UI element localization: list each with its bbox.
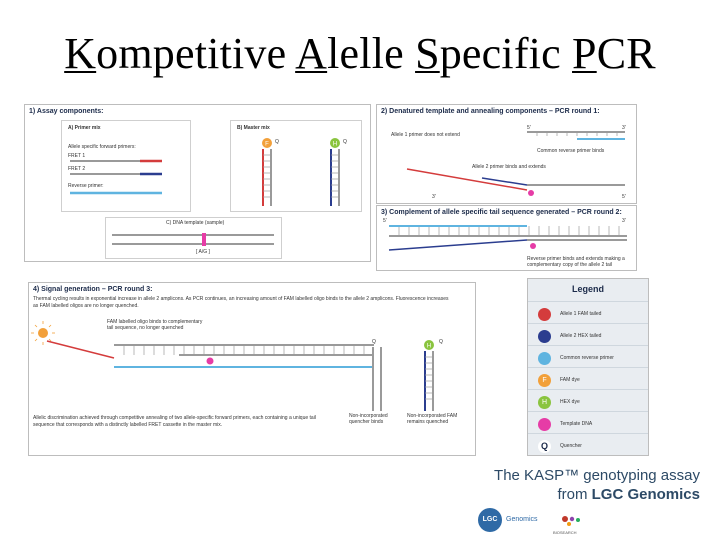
partner-logo-text: BIOSEARCH [553,530,577,535]
title-initial-p: P [572,29,597,78]
svg-text:H: H [427,344,431,350]
allele-box-label: [ A/G ] [196,249,210,255]
svg-text:Q: Q [439,339,443,345]
fret-hex-label: FRET 1 [68,153,86,159]
lgc-logo-text: Genomics [506,516,538,523]
svg-text:H: H [333,142,337,148]
legend-label: Allele 1 FAM tailed [560,311,602,317]
legend-swatch-icon [538,418,551,431]
svg-text:Q: Q [343,139,347,145]
quenched-fam-cassette: H Q [424,339,443,411]
svg-text:3': 3' [622,218,626,224]
svg-text:3': 3' [622,125,626,131]
svg-text:3': 3' [432,194,436,200]
fret-cassettes-diagram: F Q H Q [262,138,347,206]
title-word-2-rest: lelle [327,29,404,78]
legend-label: Common reverse primer [560,355,614,361]
fam-fret-cassette: F Q [262,138,279,206]
svg-text:5': 5' [622,194,626,200]
primer-mix-box: A) Primer mix Allele specific forward pr… [61,120,191,212]
lgc-logo: LGC [478,508,502,532]
fam-caption: Non-incorporated FAM remains quenched [407,413,458,425]
legend-title: Legend [571,284,604,294]
hex-fret-cassette: H Q [330,138,347,206]
note-reverse-binds: Common reverse primer binds [537,148,605,154]
legend-label: HEX dye [560,399,580,405]
panel-4-title-prefix: 4) Signal generation [33,286,100,293]
panel-denatured-template: 2) Denatured template and annealing comp… [376,104,637,204]
quenched-hex-cassette: Q [372,339,382,411]
svg-text:5': 5' [383,218,387,224]
title-word-3-rest: pecific [439,29,561,78]
fret-fam-label: FRET 2 [68,166,86,172]
legend-swatch-icon [538,330,551,343]
branding-from: from [557,486,592,503]
note-reverse-extends: Reverse primer binds and extends making … [527,256,625,268]
legend-label: FAM dye [560,377,580,383]
slide-title: Kompetitive Alelle Specific PCR [0,28,720,79]
legend-item: F FAM dye [528,367,648,393]
branding-company: LGC Genomics [591,486,700,503]
legend-swatch-icon [538,352,551,365]
legend-label: Quencher [560,443,582,449]
master-mix-label: B) Master mix [237,125,270,131]
primer-mix-diagram [70,159,162,195]
panel-1-title: 1) Assay components: [29,108,104,115]
panel-4-title: 4) Signal generation – PCR round 3: [33,286,153,293]
panel-4-footer: Allelic discrimination achieved through … [33,415,316,428]
master-mix-box: B) Master mix F Q H [230,120,362,212]
legend-item: Template DNA [528,411,648,437]
panel-4-diagram: Q H Q [31,321,443,411]
panel-4-paragraph: Thermal cycling results in exponential i… [33,296,449,309]
partner-dots-icon [562,516,580,526]
legend-label: Template DNA [560,421,593,427]
legend-item: Allele 2 HEX tailed [528,323,648,349]
svg-text:Q: Q [275,139,279,145]
legend-swatch-icon: H [538,396,551,409]
legend-item: H HEX dye [528,389,648,415]
panel-signal-generation: 4) Signal generation – PCR round 3: Ther… [28,282,476,456]
note-allele1-no-extend: Allele 1 primer does not extend [391,132,460,138]
dna-template-label: C) DNA template (sample) [166,220,225,226]
released-fam-dye [31,321,55,345]
panel-3-title: 3) Complement of allele specific tail se… [381,209,622,216]
partner-logo [556,512,586,534]
panel-2-diagram: 5' 3' 3' 5' [406,125,626,200]
legend-item: Allele 1 FAM tailed [528,301,648,327]
svg-text:5': 5' [527,125,531,131]
legend-item: Q Quencher [528,433,648,459]
dna-template-box: C) DNA template (sample) [ A/G ] [105,217,282,259]
legend-label: Allele 2 HEX tailed [560,333,602,339]
title-word-1-rest: ompetitive [96,29,287,78]
svg-text:Q: Q [372,339,376,345]
primer-mix-label: A) Primer mix [68,125,101,131]
title-initial-k: K [64,29,97,78]
allele-primers-label: Allele specific forward primers: [68,144,136,150]
reverse-primer-label: Reverse primer: [68,183,104,189]
panel-assay-components: 1) Assay components: A) Primer mix Allel… [24,104,371,262]
kasp-tagline: The KASP™ genotyping assay [494,467,700,484]
svg-text:F: F [265,142,269,148]
legend-swatch-icon: F [538,374,551,387]
kasp-tagline-line2: from LGC Genomics [557,486,700,503]
title-initial-a: A [295,29,328,78]
dna-template-diagram [112,233,274,246]
panel-2-title: 2) Denatured template and annealing comp… [381,108,600,115]
hex-caption: Non-incorporated quencher binds [349,413,388,425]
legend-swatch-icon [538,308,551,321]
panel-3-diagram: 5' 3' [383,218,627,251]
panel-4-title-suffix: PCR round 3: [107,286,153,293]
legend-swatch-icon: Q [538,440,551,453]
panel-complement-tail: 3) Complement of allele specific tail se… [376,205,637,271]
legend-item: Common reverse primer [528,345,648,371]
title-word-4-rest: CR [596,29,656,78]
title-initial-s: S [415,29,440,78]
fam-oligo-note: FAM labelled oligo binds to complementar… [107,319,203,331]
note-allele2-extends: Allele 2 primer binds and extends [472,164,546,170]
